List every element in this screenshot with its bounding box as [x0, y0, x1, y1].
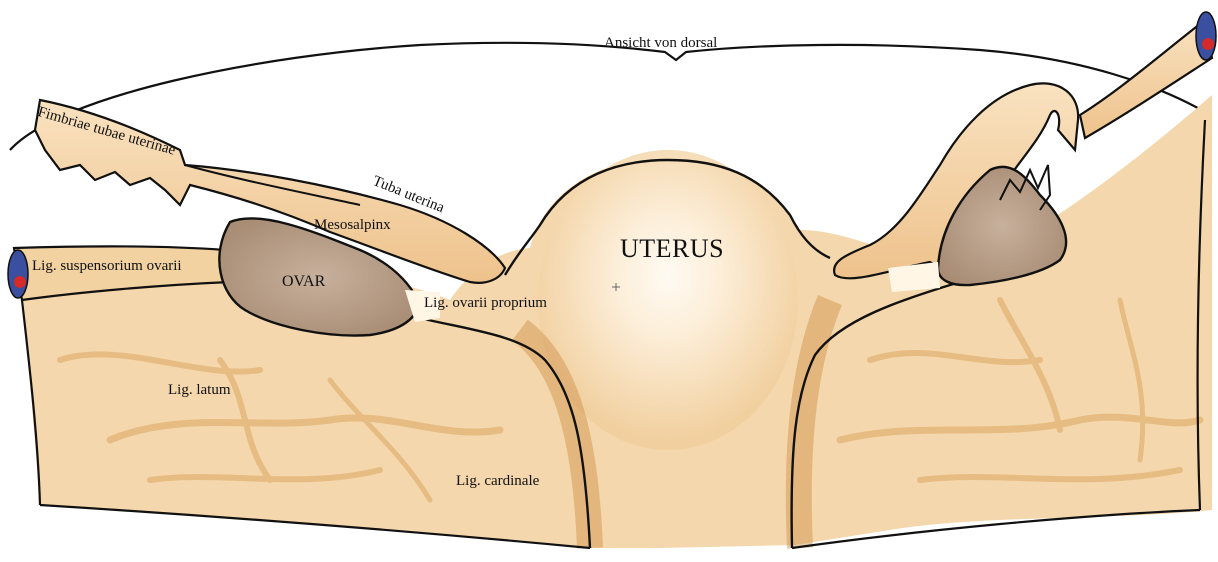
view-label: Ansicht von dorsal [604, 36, 717, 51]
label-ovarii-proprium: Lig. ovarii proprium [424, 296, 547, 311]
label-suspensorium: Lig. suspensorium ovarii [32, 259, 182, 274]
right-vessel-cross-section [1196, 12, 1216, 60]
label-latum: Lig. latum [168, 383, 231, 398]
left-vessel-red [14, 276, 26, 288]
label-ovar: OVAR [282, 274, 325, 290]
label-uterus: UTERUS [620, 236, 724, 262]
left-vessel-cross-section [8, 250, 28, 298]
right-vessel-red [1202, 38, 1214, 50]
label-cardinale: Lig. cardinale [456, 474, 539, 489]
label-mesosalpinx: Mesosalpinx [314, 218, 391, 233]
